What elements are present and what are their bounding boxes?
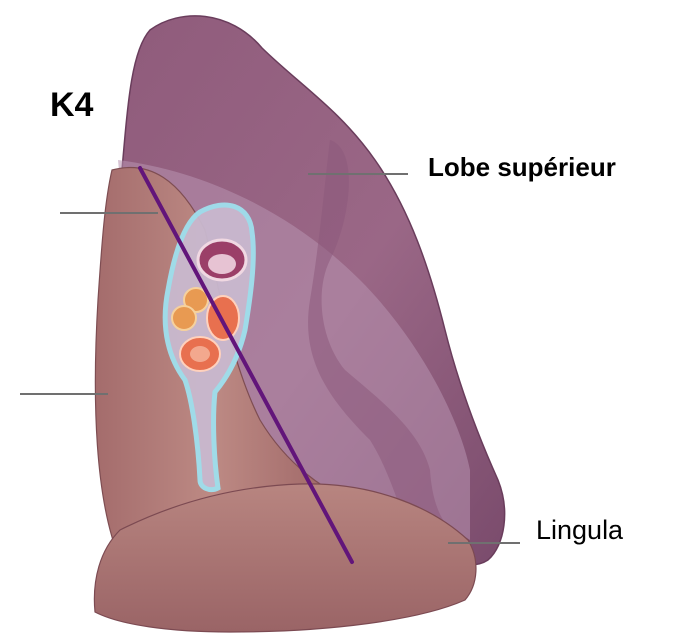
bronchus-2 <box>172 306 196 330</box>
pulmonary-vein-lumen <box>208 254 236 274</box>
diagram-title: K4 <box>50 86 93 125</box>
label-lingula: Lingula <box>536 515 623 546</box>
label-upper-lobe: Lobe supérieur <box>428 152 616 183</box>
pulmonary-artery-2-lumen <box>190 346 210 362</box>
